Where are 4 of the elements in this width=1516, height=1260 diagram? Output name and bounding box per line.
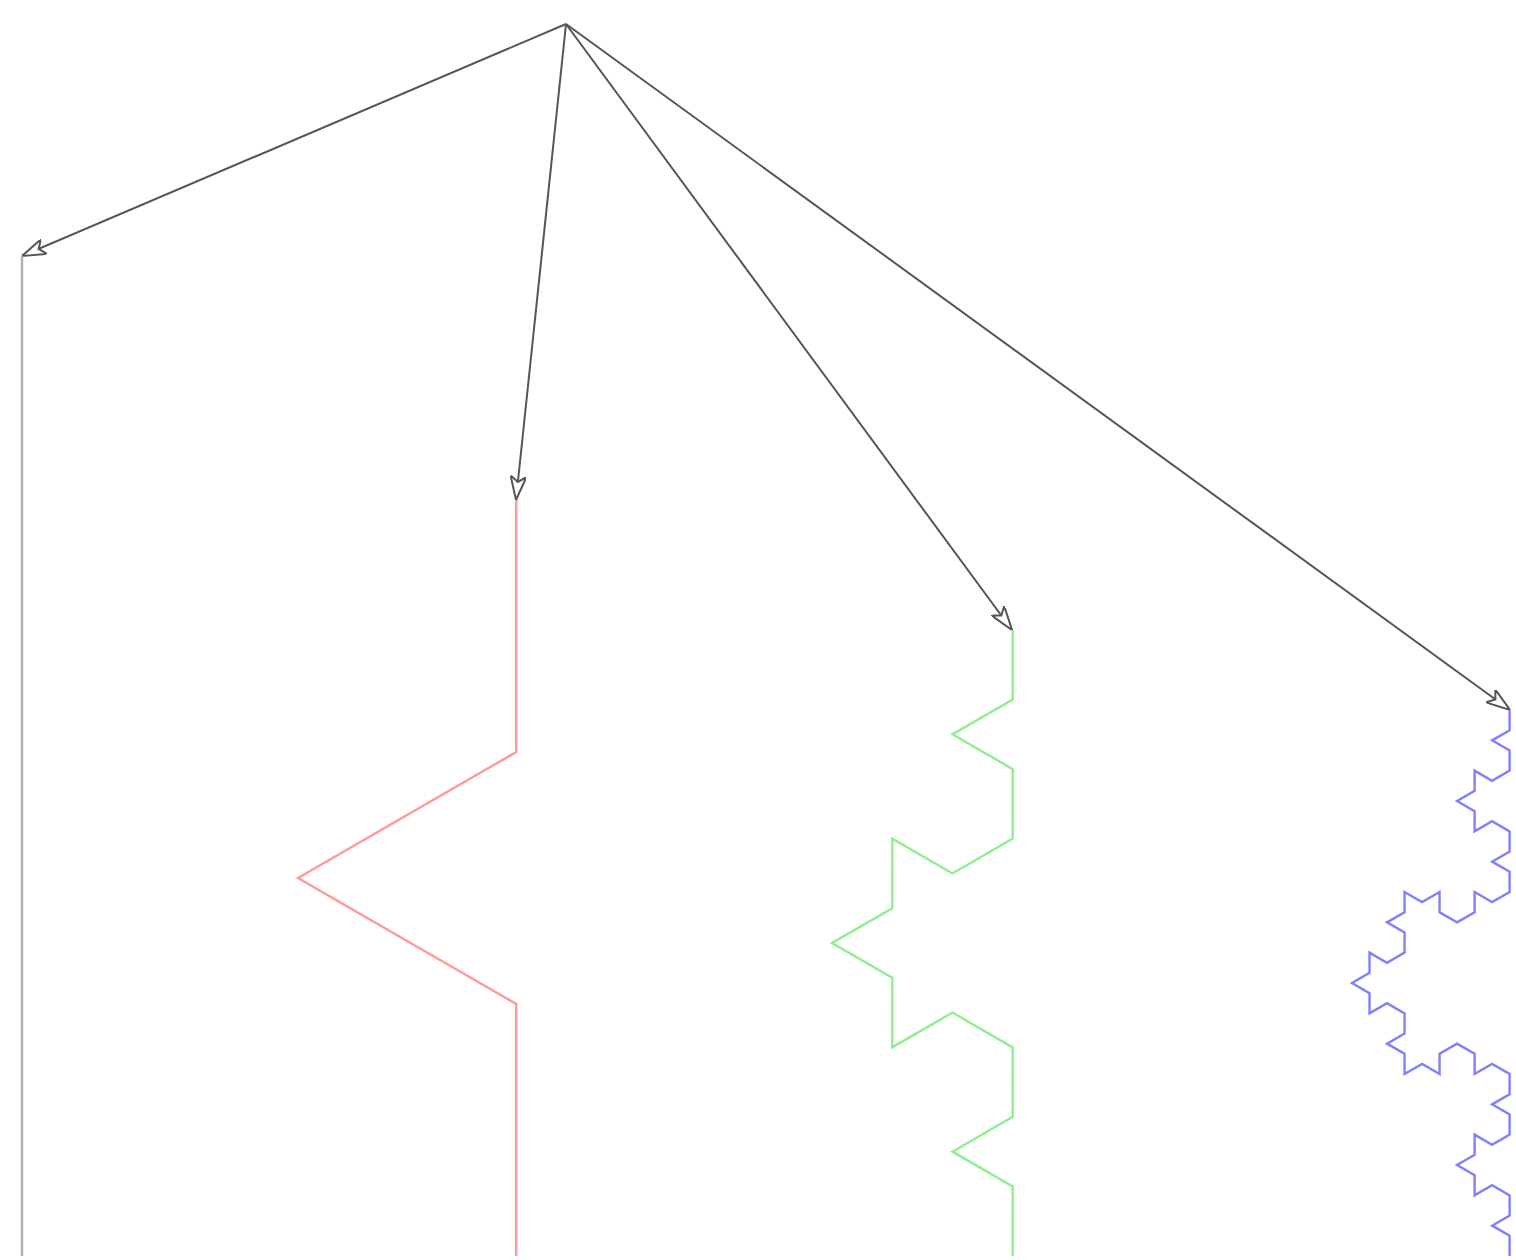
arrow (509, 23, 567, 501)
arrow (21, 23, 567, 257)
arrow (565, 23, 1511, 711)
arrow (565, 23, 1013, 631)
